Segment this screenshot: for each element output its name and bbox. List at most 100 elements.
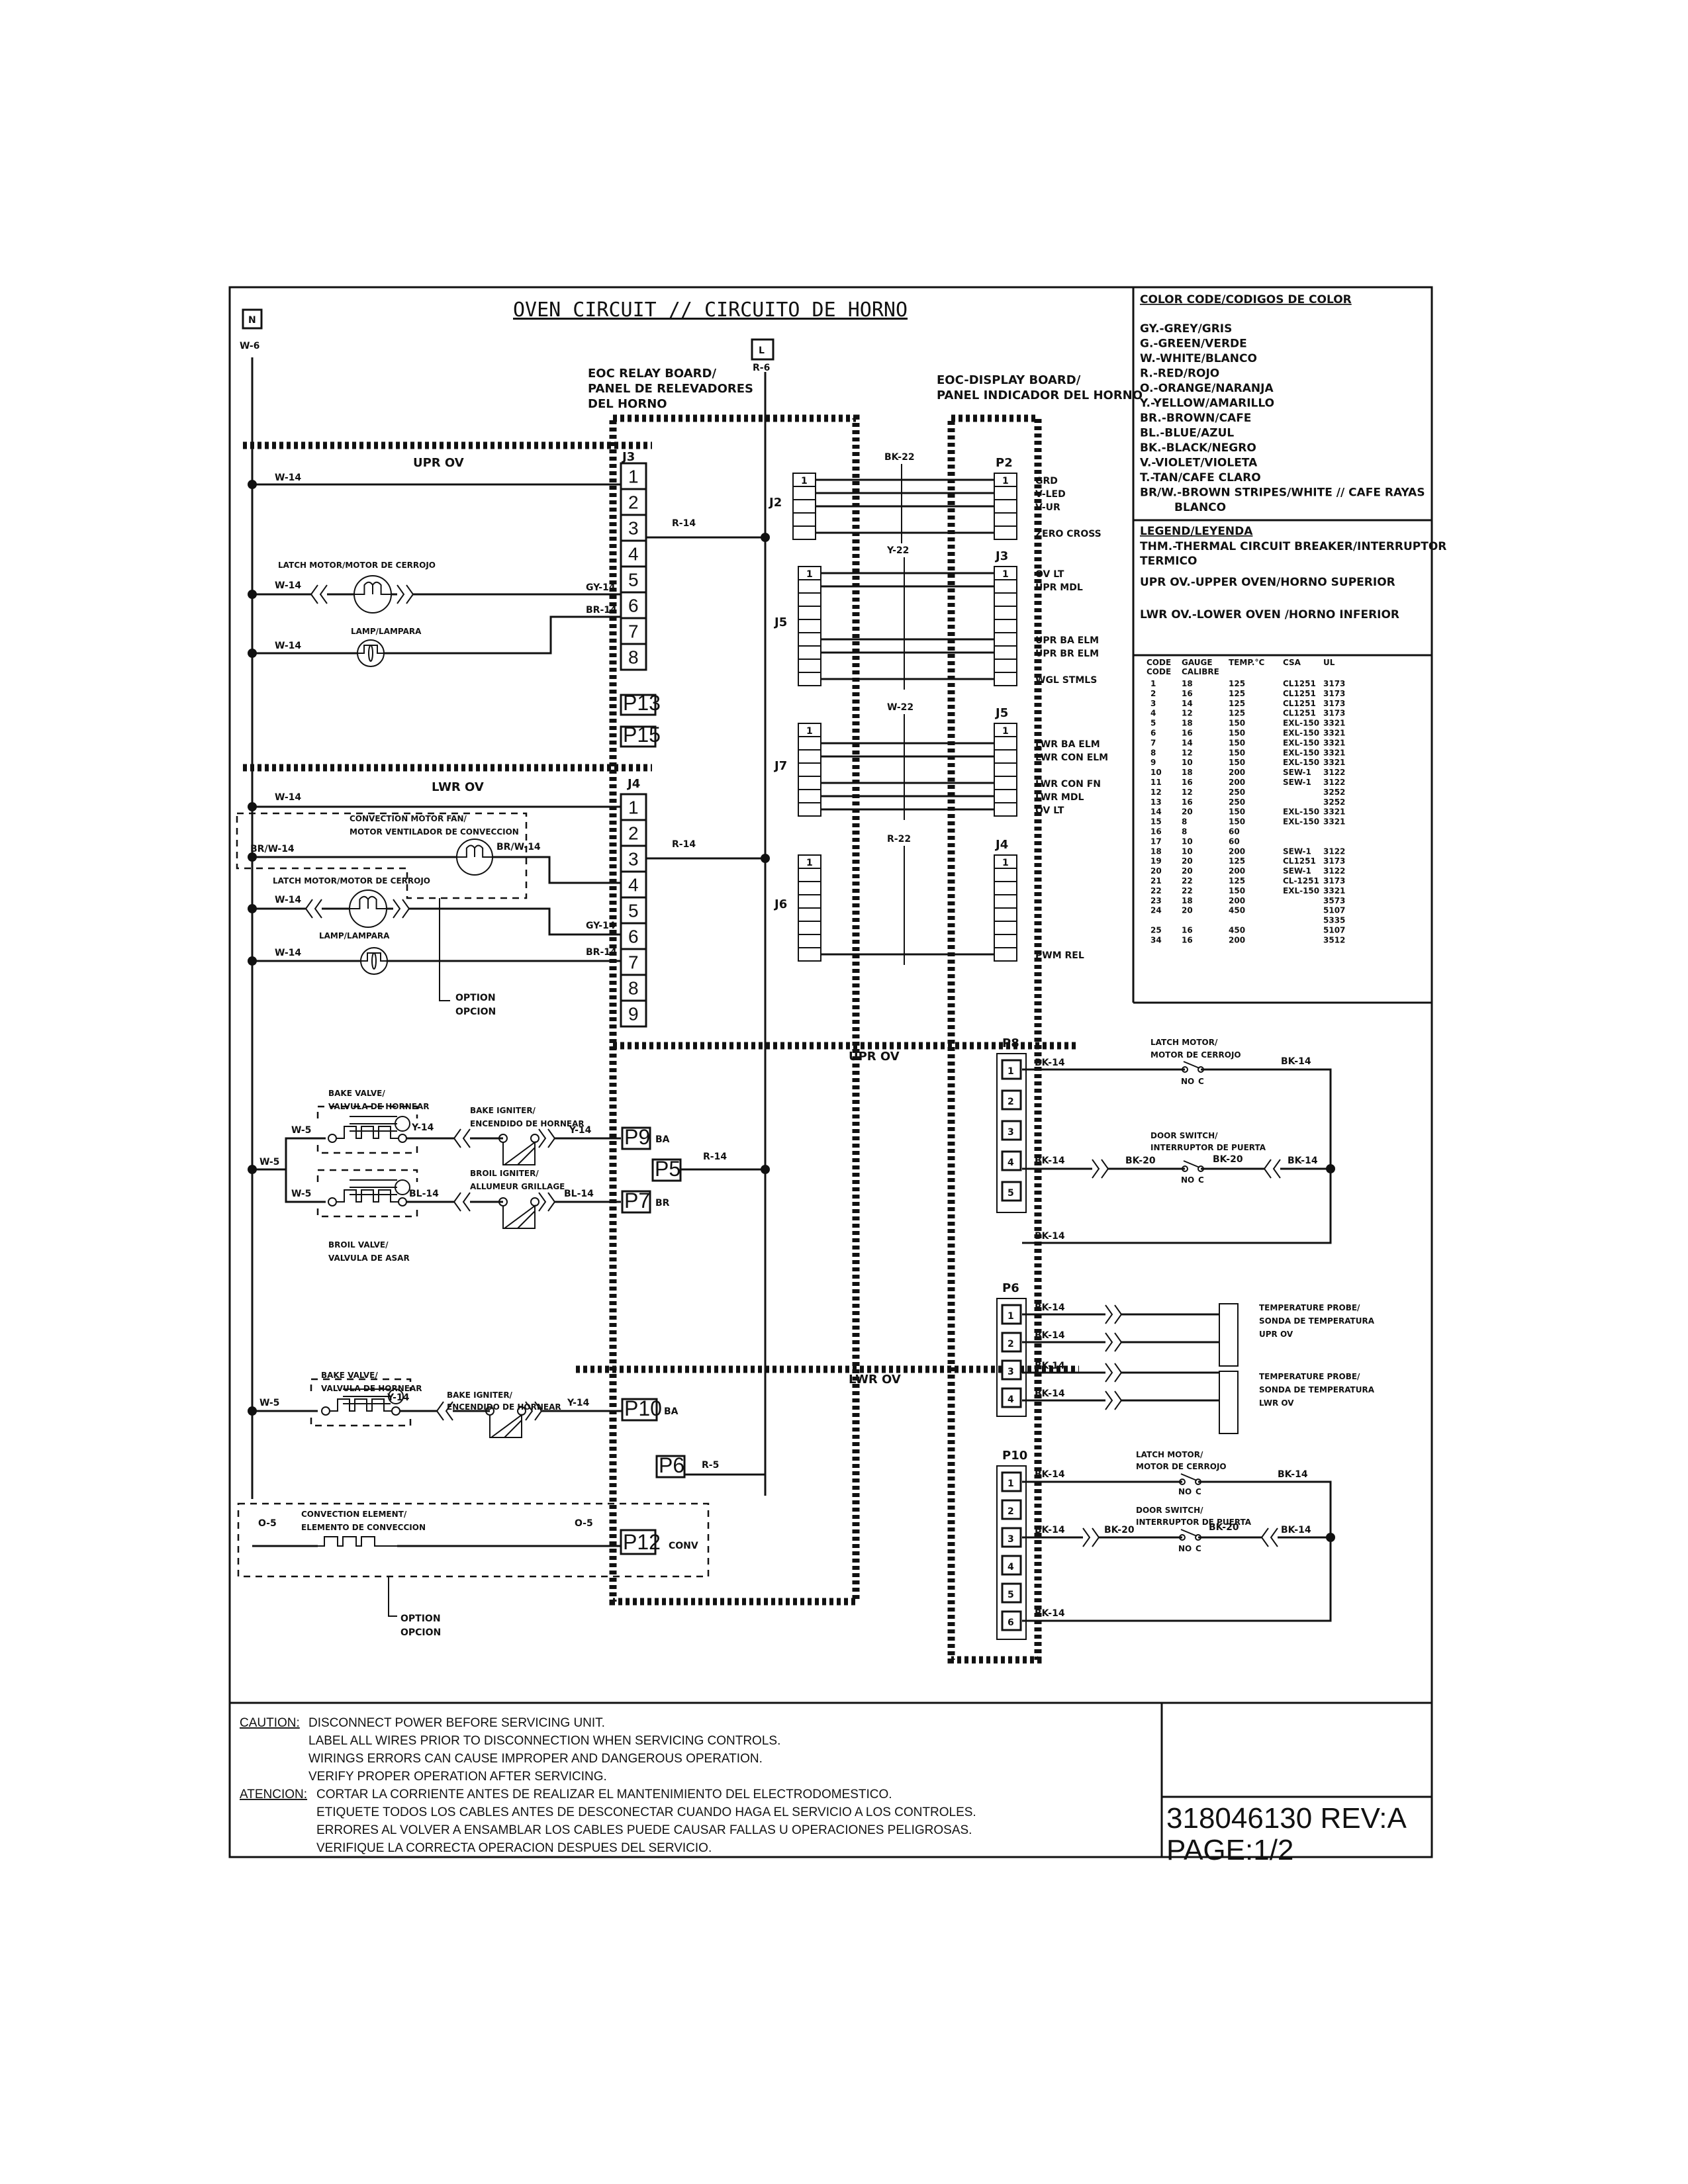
wire-table-cell: 23 [1150,896,1162,905]
wire-label-bk20: BK-20 [1104,1525,1135,1535]
neutral-terminal-label: N [248,315,256,326]
pin-number: 1 [628,466,639,486]
wire-label-lwr-y14-b: Y-14 [567,1398,590,1408]
wire-label-upr-w14-b: W-14 [275,580,301,591]
wire-label-w5-main: W-5 [259,1157,279,1167]
junction-dot [761,854,770,863]
junction-dot [248,802,257,811]
wire-table-cell: 16 [1182,935,1193,944]
pin-number: 6 [1008,1617,1014,1628]
wire-table-cell: CL1251 [1283,709,1316,718]
wire-table-cell: 3321 [1323,729,1345,738]
pin-number: 3 [628,848,639,869]
atencion-line: CORTAR LA CORRIENTE ANTES DE REALIZAR EL… [316,1788,892,1801]
wire-table-cell: 3122 [1323,768,1345,777]
caution-line: LABEL ALL WIRES PRIOR TO DISCONNECTION W… [308,1734,780,1748]
pin-1-label: 1 [806,569,813,580]
pin-number: 2 [628,492,639,512]
display-j7-connector-label: J7 [773,759,787,773]
line-terminal-label: L [759,345,765,356]
junction-dot [248,904,257,913]
switch-no-label: NO [1181,1175,1194,1185]
wire-table-cell: EXL-150 [1283,807,1319,817]
wire-table-cell: 200 [1229,768,1245,777]
connector-icon [1105,1363,1123,1383]
wire-table-cell: 3321 [1323,738,1345,747]
wire-label-bk14: BK-14 [1035,1525,1065,1535]
legend-title: LEGEND/LEYENDA [1140,525,1253,538]
switch-no-label: NO [1178,1487,1192,1496]
connector-icon [538,1128,556,1148]
junction-dot [1326,1533,1335,1542]
wire-table-cell: 18 [1182,679,1193,688]
wire-table-header: GAUGE [1182,658,1213,667]
connector-icon [453,1192,471,1212]
wire-table-cell: 19 [1150,856,1162,866]
connector-pin [620,539,647,568]
wire-table-cell: 20 [1182,866,1193,876]
wire-label-p5-r14: R-14 [703,1152,727,1162]
wire-table-cell: 150 [1229,719,1245,728]
display-j5-right-connector-label: J5 [994,706,1008,720]
pin-number: 1 [1008,1311,1014,1322]
wire-label-lwr-r14: R-14 [672,839,696,850]
pin-number: 7 [628,621,639,641]
connector-pin [1001,1610,1022,1631]
conv-element-label-1: CONVECTION ELEMENT/ [301,1510,407,1519]
wire-table-cell: 200 [1229,935,1245,944]
pin-1-label: 1 [1002,476,1009,486]
wire-table-cell: 18 [1150,846,1162,856]
connector-pin [1001,1582,1022,1604]
wire-table-cell: 5107 [1323,906,1345,915]
diagram-title: OVEN CIRCUIT // CIRCUITO DE HORNO [513,298,908,322]
wire-table-cell: 3173 [1323,689,1345,698]
connector-icon [310,584,328,604]
wire-table-cell: 125 [1229,856,1245,866]
temperature-probe-upr-icon [1219,1303,1239,1367]
wire-table-cell: SEW-1 [1283,866,1311,876]
wire-table-cell: 3512 [1323,935,1345,944]
wire-table-cell: EXL-150 [1283,886,1319,895]
plug-p9-tag: BA [655,1134,670,1145]
signal-label: ZERO CROSS [1035,529,1102,539]
wire-table-cell: 3122 [1323,866,1345,876]
pin-number: 2 [1008,1339,1014,1349]
wire-table-cell: 200 [1229,866,1245,876]
junction-dot [1326,1164,1335,1173]
probe-lwr-label-1: TEMPERATURE PROBE/ [1259,1372,1360,1381]
signal-label: OV LT [1035,569,1064,580]
plug-p10-tag: BA [664,1406,679,1417]
latch-motor-upr-icon [353,575,392,614]
color-code-item: GY.-GREY/GRIS [1140,322,1232,336]
display-j6-connector-wire-label: R-22 [887,834,911,844]
wire-table-cell: 1 [1150,679,1156,688]
wire-table-cell: CL1251 [1283,679,1316,688]
wire-table-header: CSA [1283,658,1301,667]
connector-pin [620,565,647,594]
lamp-lwr-icon [360,947,388,975]
pin-1-label: 1 [801,476,808,486]
pin-number: 3 [1008,1127,1014,1138]
wire-w5-branch [285,1137,326,1203]
wire-table-cell: EXL-150 [1283,758,1319,767]
p10-latch-label-2: MOTOR DE CERROJO [1136,1462,1227,1471]
junction-dot [248,1165,257,1174]
pin-number: 1 [1008,1479,1014,1489]
wire-table-cell: 60 [1229,827,1240,837]
pin-number: 4 [628,543,639,564]
connector-icon [436,1401,453,1421]
color-code-item: O.-ORANGE/NARANJA [1140,382,1274,395]
bake-igniter-lwr-label-2: ENCENDIDO DE HORNEAR [447,1402,561,1412]
wire-table-cell: 3173 [1323,709,1345,718]
wire-table-cell: EXL-150 [1283,719,1319,728]
color-code-item: BR.-BROWN/CAFE [1140,412,1251,425]
broil-valve-label-1: BROIL VALVE/ [328,1240,389,1250]
connector-pin [1001,1181,1022,1202]
wire-label-bl14-b: BL-14 [564,1189,594,1199]
caution-label: CAUTION: [240,1716,300,1730]
signal-label: WGL STMLS [1035,675,1097,686]
wire-table-cell: 150 [1229,729,1245,738]
display-p2-connector: 1 [994,473,1017,540]
p8-latch-label-2: MOTOR DE CERROJO [1150,1050,1241,1060]
wire-label-o5-b: O-5 [575,1518,593,1529]
